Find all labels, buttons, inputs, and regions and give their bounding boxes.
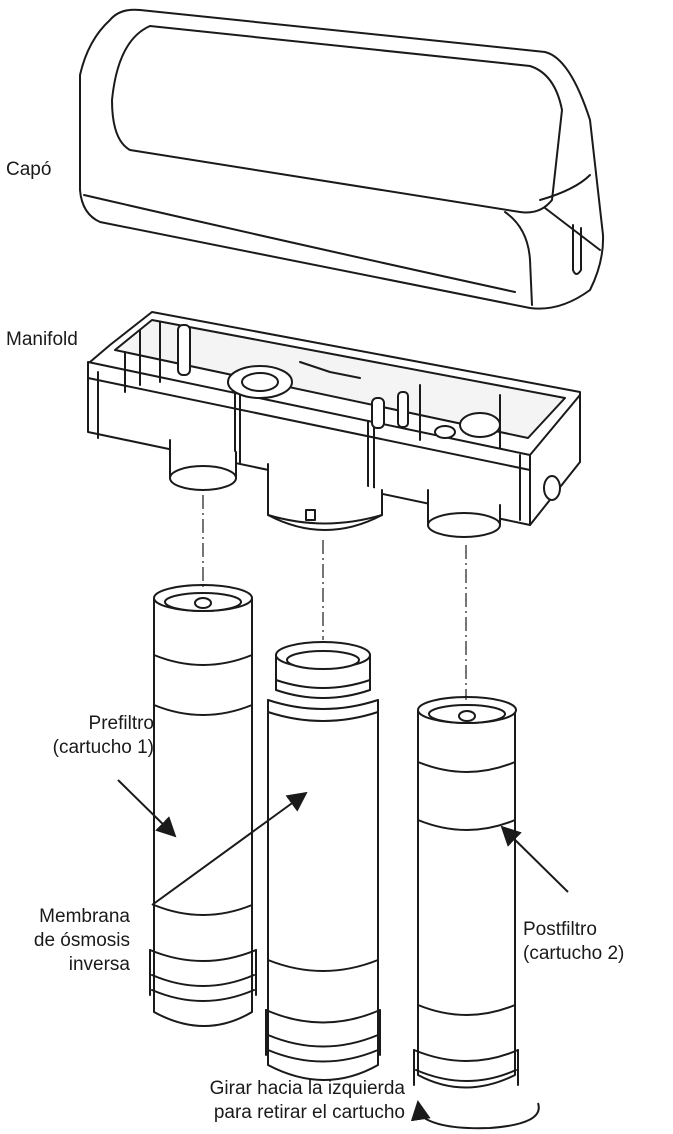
label-membrana: Membrana de ósmosis inversa	[33, 906, 130, 975]
leader-arrows	[117, 779, 569, 906]
rotate-arrow-icon	[410, 1100, 540, 1130]
label-girar: Girar hacia la izquierda para retirar el…	[209, 1078, 405, 1123]
capo-hood	[79, 8, 605, 310]
membrana-cartridge	[265, 641, 381, 1081]
manifold	[87, 311, 581, 538]
label-capo: Capó	[6, 159, 52, 180]
label-postfiltro: Postfiltro (cartucho 2)	[523, 919, 625, 964]
label-prefiltro: Prefiltro (cartucho 1)	[52, 713, 154, 758]
label-manifold: Manifold	[6, 329, 78, 350]
alignment-lines	[202, 495, 467, 700]
postfiltro-cartridge	[413, 696, 519, 1089]
prefiltro-cartridge	[149, 584, 257, 1027]
